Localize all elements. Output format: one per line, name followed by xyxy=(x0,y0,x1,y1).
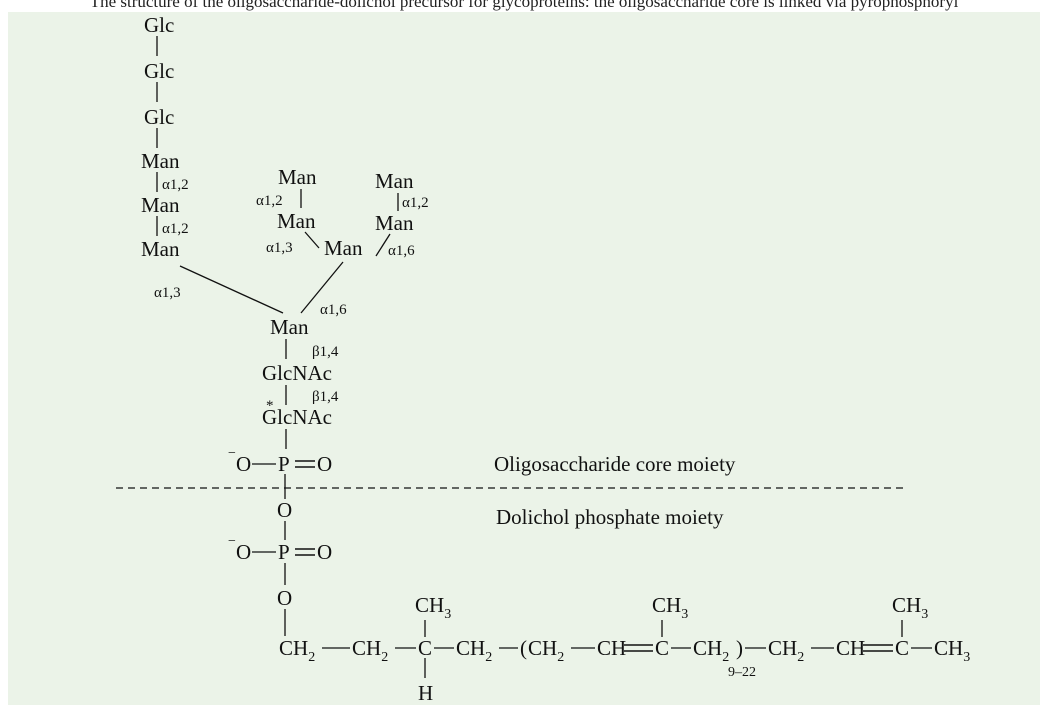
glc-1: Glc xyxy=(144,13,174,37)
chain-ch2-4: CH2 xyxy=(528,636,564,665)
chain-ch2-3: CH2 xyxy=(456,636,492,665)
linkage-a12-1: α1,2 xyxy=(162,177,189,193)
glycan-diagram: Glc Glc Glc Man α1,2 Man α1,2 Man α1,3 M… xyxy=(116,13,970,705)
phosphate-2-p: P xyxy=(278,540,290,564)
linkage-b14-2: β1,4 xyxy=(312,389,339,405)
chain-ch-1: CH xyxy=(597,636,626,660)
bond-man-c-core xyxy=(179,265,284,314)
chain-ch3-end: CH3 xyxy=(934,636,970,665)
asterisk-mark: * xyxy=(266,398,274,414)
man-b: Man xyxy=(141,193,180,217)
ester-oxygen: O xyxy=(277,586,292,610)
dolichol-moiety-label: Dolichol phosphate moiety xyxy=(496,505,724,529)
linkage-a13-core: α1,3 xyxy=(154,285,181,301)
linkage-b14-1: β1,4 xyxy=(312,344,339,360)
phosphate-1-o-right: O xyxy=(317,452,332,476)
chain-ch3-2: CH3 xyxy=(652,593,688,622)
phosphate-1-o-left: O xyxy=(236,452,251,476)
core-moiety-label: Oligosaccharide core moiety xyxy=(494,452,736,476)
linkage-a16-inner: α1,6 xyxy=(388,243,415,259)
man-g: Man xyxy=(324,236,363,260)
glcnac-1: GlcNAc xyxy=(262,361,332,385)
figure-caption: The structure of the oligosaccharide-dol… xyxy=(89,0,959,11)
linkage-a12-3: α1,2 xyxy=(256,193,283,209)
bridging-oxygen: O xyxy=(277,498,292,522)
man-a: Man xyxy=(141,149,180,173)
linkage-a16-core: α1,6 xyxy=(320,302,347,318)
man-e: Man xyxy=(277,209,316,233)
chain-ch-2: CH xyxy=(836,636,865,660)
man-core: Man xyxy=(270,315,309,339)
chain-close-paren: ) xyxy=(736,636,743,660)
chain-repeat-count: 9–22 xyxy=(728,665,756,680)
chain-ch3-3: CH3 xyxy=(892,593,928,622)
phosphate-1-charge: − xyxy=(228,446,236,461)
phosphate-1-p: P xyxy=(278,452,290,476)
chain-ch2-1: CH2 xyxy=(279,636,315,665)
chain-open-paren: ( xyxy=(520,636,527,660)
man-h: Man xyxy=(375,211,414,235)
glcnac-2: GlcNAc xyxy=(262,405,332,429)
chain-ch2-2: CH2 xyxy=(352,636,388,665)
man-c: Man xyxy=(141,237,180,261)
linkage-a12-2: α1,2 xyxy=(162,221,189,237)
chain-h: H xyxy=(418,681,433,705)
chain-ch2-5: CH2 xyxy=(693,636,729,665)
bond-man-g-core xyxy=(300,261,344,314)
diagram-panel: Glc Glc Glc Man α1,2 Man α1,2 Man α1,3 M… xyxy=(8,12,1040,705)
linkage-a13-inner: α1,3 xyxy=(266,240,293,256)
chain-c-branch-2: C xyxy=(655,636,669,660)
chain-ch3-1: CH3 xyxy=(415,593,451,622)
bond-man-h-man-g xyxy=(375,233,391,257)
glc-3: Glc xyxy=(144,105,174,129)
dolichol-chain: CH2 CH2 C CH3 H CH2 ( CH2 CH C CH3 CH2 )… xyxy=(279,593,970,705)
phosphate-2-charge: − xyxy=(228,534,236,549)
chain-ch2-6: CH2 xyxy=(768,636,804,665)
bond-man-e-man-g xyxy=(304,231,320,249)
phosphate-2-o-right: O xyxy=(317,540,332,564)
glc-2: Glc xyxy=(144,59,174,83)
chain-c-branch-3: C xyxy=(895,636,909,660)
man-d: Man xyxy=(278,165,317,189)
man-f: Man xyxy=(375,169,414,193)
phosphate-2-o-left: O xyxy=(236,540,251,564)
linkage-a12-4: α1,2 xyxy=(402,195,429,211)
chain-c-branch-1: C xyxy=(418,636,432,660)
